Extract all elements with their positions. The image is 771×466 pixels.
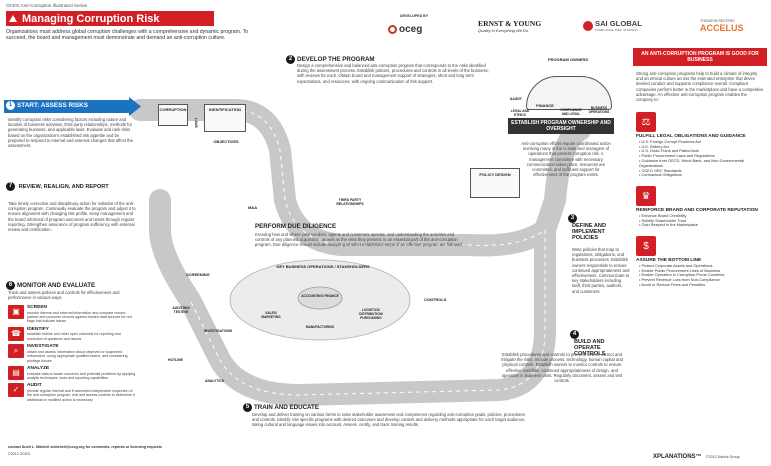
laws-label: LAWS [194, 118, 198, 128]
footer-copyright-right: ©2012 Dachis Group [706, 455, 740, 459]
analyze-icon: ▤ [8, 366, 24, 381]
manufacturing-label: MANUFACTURING [305, 325, 335, 329]
program-owners-label: PROGRAM OWNERS [548, 57, 588, 62]
gavel-icon: ⚖ [636, 112, 656, 133]
start-arrow [4, 100, 129, 113]
owner-finance: FINANCE [536, 103, 554, 108]
step-4-title: 4 BUILD AND OPERATE CONTROLS [570, 330, 632, 358]
monitor-list: ▣ SCREEN monitor internal and external i… [8, 305, 138, 405]
hotline-label: HOTLINE [168, 358, 183, 362]
identify-icon: ☎ [8, 326, 24, 341]
brand-section: ♛ REINFORCE BRAND AND CORPORATE REPUTATI… [633, 186, 767, 228]
monitor-item: ✓ AUDIT provide regular internal and if … [8, 383, 138, 402]
screening-label: SCREENING [186, 272, 210, 277]
m-and-a-label: M&A [248, 205, 258, 210]
warning-icon [9, 15, 17, 22]
monitor-item: ▣ SCREEN monitor internal and external i… [8, 305, 138, 324]
logistics-label: LOGISTICS/ DISTRIBUTION/ PURCHASING [359, 308, 383, 320]
monitor-item: ⌕ INVESTIGATE obtain and assess informat… [8, 344, 138, 363]
step-1-number: 1 [6, 101, 15, 110]
ops-center [297, 286, 343, 310]
right-panel: AN ANTI-CORRUPTION PROGRAM IS GOOD FOR B… [633, 48, 767, 448]
page-title-bar: Managing Corruption Risk [6, 11, 214, 26]
sai-logo: SAI GLOBAL COMPLIANCE. RISK. STRATEGY. [583, 19, 642, 32]
brand-icon: ♛ [636, 186, 656, 207]
start-arrow-head [129, 97, 141, 116]
step-3-number: 3 [568, 214, 577, 223]
bottom-line-section: $ ASSURE THE BOTTOM LINE Protect Corpora… [633, 236, 767, 288]
step-4-number: 4 [570, 330, 579, 339]
owner-business-ops: BUSINESS OPERATIONS [588, 106, 610, 114]
money-icon: $ [636, 236, 656, 257]
policy-design-board: POLICY DESIGN [470, 168, 520, 198]
objectives-label: OBJECTIVES [213, 139, 239, 144]
owner-audit: AUDIT [509, 96, 523, 101]
owner-compliance: COMPLIANCE AND LEGAL [560, 108, 582, 116]
accounting-label: ACCOUNTING/ FINANCE [301, 294, 339, 298]
step-5-title: 5 TRAIN AND EDUCATE [243, 403, 319, 412]
xplanations-logo: XPLANATIONS™ [653, 454, 702, 460]
thomson-logo: THOMSON REUTERS ACCELUS [700, 19, 744, 33]
step-6-number: 6 [6, 281, 15, 290]
screen-icon: ▣ [8, 305, 24, 319]
step-1-title: 1 START: ASSESS RISKS [6, 101, 88, 110]
monitor-item: ▤ ANALYZE evaluate data to locate concer… [8, 366, 138, 381]
auditing-label: AUDITING/ TESTING [172, 306, 190, 314]
identification-board: IDENTIFICATION [204, 104, 246, 132]
due-diligence-text: Knowing how and where your vendors, agen… [255, 232, 464, 248]
right-panel-header: AN ANTI-CORRUPTION PROGRAM IS GOOD FOR B… [633, 48, 767, 66]
oceg-logo: oceg [388, 24, 422, 35]
corruption-board: CORRUPTION [158, 104, 188, 126]
step-2-title: 2 DEVELOP THE PROGRAM [286, 55, 375, 64]
step-5-number: 5 [243, 403, 252, 412]
footer-contact: contact Scott L. Mitchell smitchell@oceg… [8, 445, 162, 449]
step-6-title: 6 MONITOR AND EVALUATE [6, 281, 95, 290]
audit-icon: ✓ [8, 383, 24, 398]
sai-logo-icon [583, 20, 593, 31]
step-7-title: 7 REVIEW, REALIGN, AND REPORT [6, 182, 116, 191]
step-7-number: 7 [6, 182, 15, 191]
right-panel-intro: Strong anti-corruption programs help to … [636, 71, 764, 103]
step-6-text: Track and assess policies and controls f… [8, 290, 120, 301]
investigate-icon: ⌕ [8, 344, 24, 359]
oceg-logo-icon [388, 25, 397, 34]
step-2-number: 2 [286, 55, 295, 64]
sales-label: SALES/ MARKETING [261, 311, 281, 319]
step-4-text: Establish procedures and controls to pre… [501, 352, 623, 384]
investigations-label: INVESTIGATIONS [203, 329, 233, 333]
key-ops-label: KEY BUSINESS OPERATIONS / STAKEHOLDERS [276, 264, 370, 269]
intro-text: Organizations must address global corrup… [6, 29, 249, 42]
ownership-title-bar: ESTABLISH PROGRAM OWNERSHIP AND OVERSIGH… [508, 118, 614, 134]
step-3-text: Write policies that map to regulations, … [572, 247, 630, 294]
step-1-text: Identify corruption risks considering fa… [8, 117, 133, 149]
step-1-heading: START: ASSESS RISKS [17, 102, 89, 109]
analytics-label: ANALYTICS [205, 379, 225, 383]
due-diligence-title: PERFORM DUE DILIGENCE [255, 223, 337, 230]
step-2-text: Design a comprehensive and balanced anti… [297, 63, 489, 84]
ownership-text: Anti-corruption efforts require coordina… [521, 141, 611, 178]
controls-label: CONTROLS [424, 297, 447, 302]
step-5-text: Develop and deliver training on various … [252, 412, 526, 428]
road-center-line [189, 109, 546, 396]
owner-legal: LEGAL AND ETHICS [510, 109, 530, 117]
footer-copyright-left: ©2012 OCEG [8, 452, 31, 456]
page-title: Managing Corruption Risk [22, 12, 160, 25]
monitor-item: ☎ IDENTIFY establish hotline and other o… [8, 326, 138, 341]
developed-by-label: DEVELOPED BY [400, 14, 429, 18]
legal-section: ⚖ FULFILL LEGAL OBLIGATIONS AND GUIDANCE… [633, 112, 767, 178]
step-7-text: Take timely corrective and disciplinary … [8, 201, 136, 233]
ey-logo: ERNST & YOUNG Quality In Everything We D… [478, 19, 542, 33]
third-party-label: THIRD PARTY RELATIONSHIPS [336, 198, 364, 206]
step-3-title: 3 DEFINE AND IMPLEMENT POLICIES [568, 214, 630, 242]
series-label: OCEG Anti-Corruption Illustrated Series [6, 3, 87, 8]
